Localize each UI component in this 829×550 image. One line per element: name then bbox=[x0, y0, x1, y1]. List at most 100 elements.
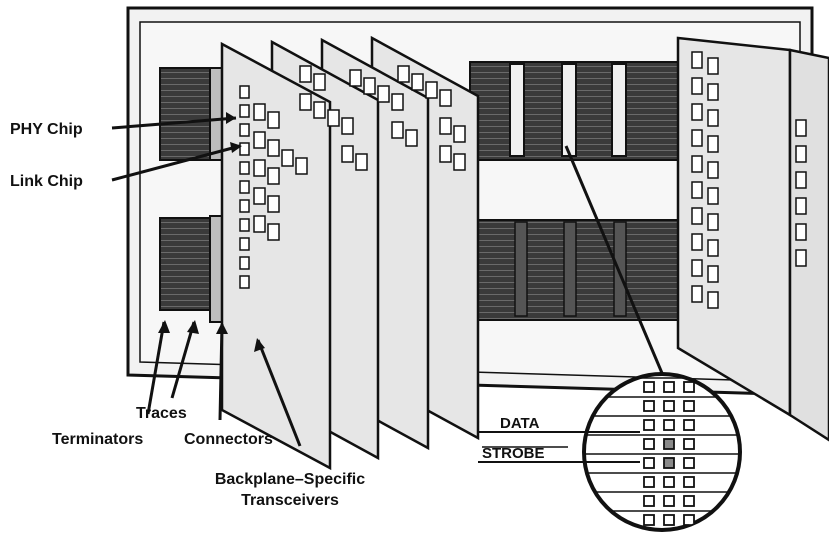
chip bbox=[268, 140, 279, 156]
chip bbox=[268, 112, 279, 128]
chip bbox=[426, 82, 437, 98]
chip bbox=[692, 78, 702, 94]
chip bbox=[708, 214, 718, 230]
chip bbox=[454, 154, 465, 170]
lens-pad bbox=[684, 496, 694, 506]
label-terminators: Terminators bbox=[52, 431, 143, 448]
chip bbox=[342, 118, 353, 134]
chip bbox=[406, 130, 417, 146]
lens-pad bbox=[644, 515, 654, 525]
lens-pad bbox=[644, 420, 654, 430]
lens-pad bbox=[684, 515, 694, 525]
lens-pad bbox=[644, 496, 654, 506]
chip bbox=[364, 78, 375, 94]
chip bbox=[240, 181, 249, 193]
chip bbox=[300, 66, 311, 82]
chip bbox=[692, 130, 702, 146]
chip bbox=[240, 276, 249, 288]
chip bbox=[392, 122, 403, 138]
chip bbox=[454, 126, 465, 142]
chip bbox=[692, 260, 702, 276]
label-phy-chip: PHY Chip bbox=[10, 121, 83, 138]
chip bbox=[240, 143, 249, 155]
chip bbox=[254, 188, 265, 204]
lens-pad bbox=[664, 515, 674, 525]
chip bbox=[412, 74, 423, 90]
chip bbox=[708, 110, 718, 126]
lens-pad bbox=[644, 439, 654, 449]
chip bbox=[282, 150, 293, 166]
chip bbox=[342, 146, 353, 162]
chip bbox=[796, 146, 806, 162]
chip bbox=[708, 292, 718, 308]
lens-pad bbox=[664, 458, 674, 468]
chip bbox=[796, 120, 806, 136]
chip bbox=[254, 104, 265, 120]
lens-pad bbox=[644, 477, 654, 487]
lens-pad bbox=[664, 382, 674, 392]
label-data: DATA bbox=[500, 415, 540, 432]
lens-pad bbox=[644, 458, 654, 468]
chip bbox=[300, 94, 311, 110]
chip bbox=[796, 198, 806, 214]
chip bbox=[692, 286, 702, 302]
chip bbox=[796, 224, 806, 240]
lens-pad bbox=[684, 401, 694, 411]
chip bbox=[708, 188, 718, 204]
chip bbox=[692, 182, 702, 198]
ribbon-cable-bottom-right bbox=[478, 220, 683, 320]
lens-pad bbox=[684, 458, 694, 468]
lens-pad bbox=[684, 420, 694, 430]
chip bbox=[268, 224, 279, 240]
chip bbox=[796, 250, 806, 266]
chip bbox=[240, 200, 249, 212]
chip bbox=[254, 160, 265, 176]
lens-pad bbox=[664, 420, 674, 430]
lens-pad bbox=[664, 496, 674, 506]
chip bbox=[314, 74, 325, 90]
lens-pad bbox=[664, 401, 674, 411]
chip bbox=[314, 102, 325, 118]
chip bbox=[440, 90, 451, 106]
lens-pad bbox=[684, 382, 694, 392]
chip bbox=[328, 110, 339, 126]
lens-pad bbox=[684, 477, 694, 487]
chip bbox=[240, 257, 249, 269]
chip bbox=[708, 266, 718, 282]
chip bbox=[254, 132, 265, 148]
label-transceivers-line1: Backplane–Specific bbox=[215, 471, 365, 488]
chip bbox=[692, 234, 702, 250]
chip bbox=[268, 168, 279, 184]
chip bbox=[240, 105, 249, 117]
chip bbox=[240, 86, 249, 98]
chip bbox=[708, 58, 718, 74]
chip bbox=[268, 196, 279, 212]
chip bbox=[692, 156, 702, 172]
chip bbox=[440, 118, 451, 134]
lens-pad bbox=[664, 439, 674, 449]
chip bbox=[240, 124, 249, 136]
label-link-chip: Link Chip bbox=[10, 173, 83, 190]
chip bbox=[398, 66, 409, 82]
lens-pad bbox=[644, 401, 654, 411]
chip bbox=[708, 84, 718, 100]
chip bbox=[692, 104, 702, 120]
chip bbox=[240, 162, 249, 174]
chip bbox=[692, 208, 702, 224]
lens-pad bbox=[664, 477, 674, 487]
chip bbox=[392, 94, 403, 110]
chip bbox=[708, 136, 718, 152]
chip bbox=[350, 70, 361, 86]
chip bbox=[440, 146, 451, 162]
chip bbox=[254, 216, 265, 232]
ribbon-cable-top-right bbox=[470, 62, 685, 160]
chip bbox=[796, 172, 806, 188]
label-traces: Traces bbox=[136, 405, 187, 422]
chip bbox=[240, 238, 249, 250]
chip bbox=[378, 86, 389, 102]
lens-pad bbox=[644, 382, 654, 392]
chip bbox=[692, 52, 702, 68]
lens-pad bbox=[684, 439, 694, 449]
